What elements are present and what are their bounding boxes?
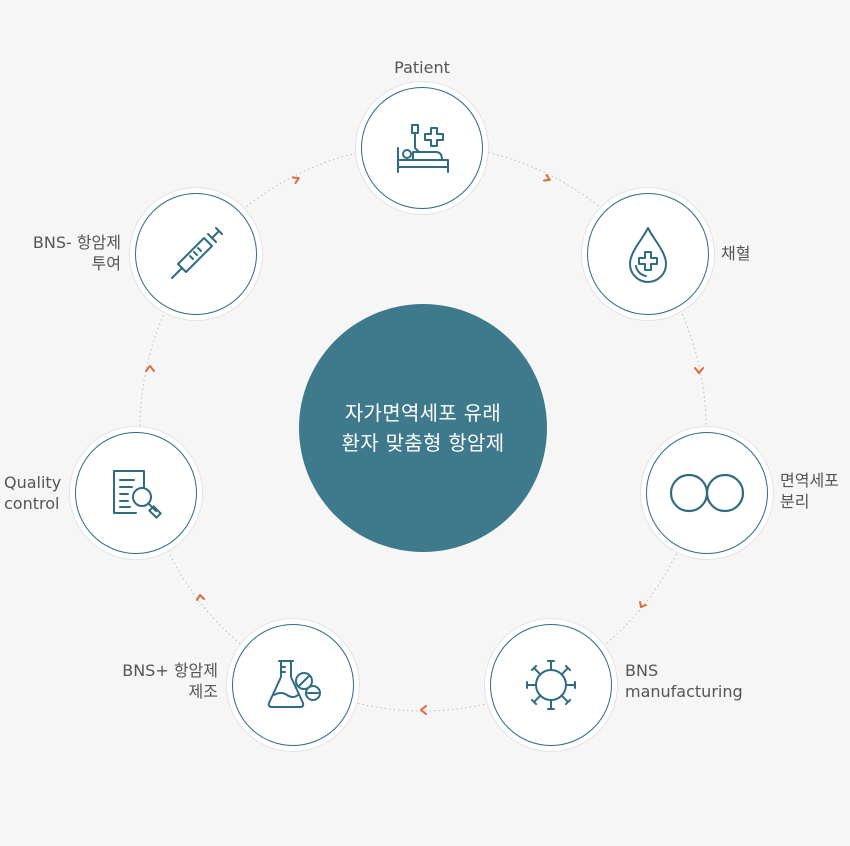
- arrow-chevron-4: [639, 601, 647, 608]
- arrow-chevron-2: [543, 174, 551, 182]
- label-cell-separation: 면역세포 분리: [780, 471, 839, 511]
- patient-bed-icon: [397, 124, 449, 173]
- step-blood-circle: [587, 193, 709, 315]
- label-patient: Patient: [394, 58, 450, 77]
- center-title-line1: 자가면역세포 유래: [344, 401, 502, 425]
- label-bns-plus-production: BNS+ 항암제 제조: [122, 661, 218, 701]
- step-manufacturing-circle: [490, 624, 612, 746]
- document-search-icon: [113, 470, 162, 519]
- arrow-chevron-7: [145, 365, 155, 372]
- syringe-icon: [171, 227, 223, 279]
- arrow-chevron-5: [420, 705, 427, 715]
- step-quality-control-circle: [75, 432, 197, 554]
- cells-icon: [669, 473, 745, 513]
- virus-icon: [526, 660, 576, 710]
- step-patient-circle: [361, 87, 483, 209]
- label-quality-control: Quality control: [4, 473, 62, 513]
- blood-drop-icon: [629, 227, 667, 283]
- label-blood-collection: 채혈: [721, 244, 751, 263]
- label-bns-manufacturing: BNS manufacturing: [625, 661, 743, 701]
- step-production-circle: [232, 624, 354, 746]
- center-title-line2: 환자 맞춤형 항암제: [341, 431, 505, 455]
- center-summary-circle: 자가면역세포 유래 환자 맞춤형 항암제: [299, 304, 547, 552]
- label-bns-minus-administration: BNS- 항암제 투여: [32, 233, 121, 273]
- arrow-chevron-6: [196, 594, 205, 601]
- step-separation-circle: [646, 432, 768, 554]
- flask-pill-icon: [267, 660, 321, 708]
- arrow-chevron-1: [292, 176, 300, 184]
- arrow-chevron-3: [694, 367, 704, 374]
- step-administration-circle: [135, 193, 257, 315]
